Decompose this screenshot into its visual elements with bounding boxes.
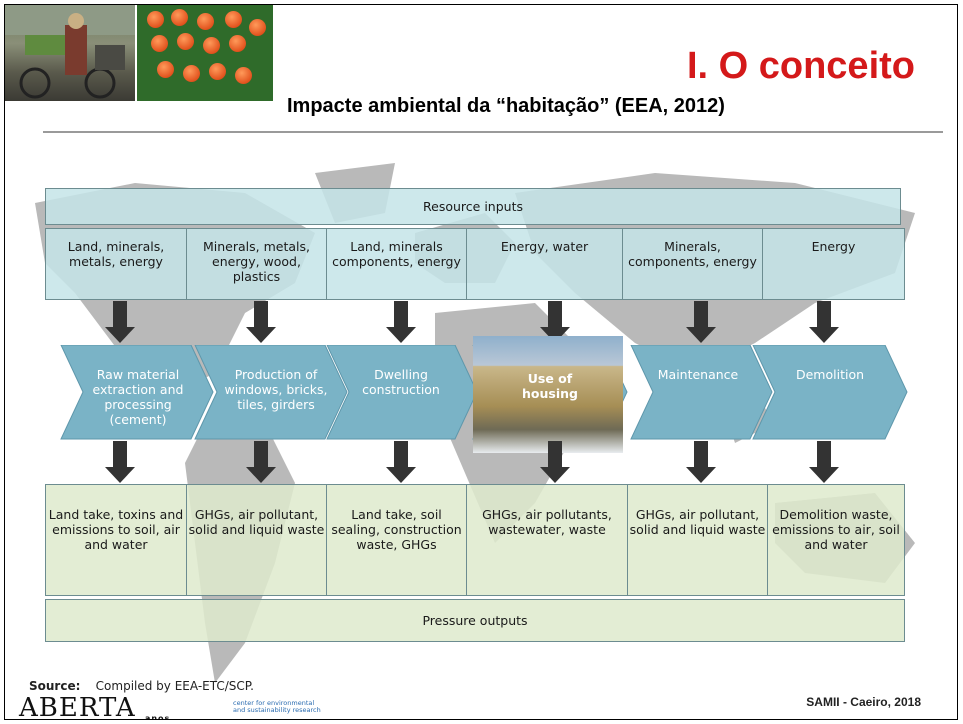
output-cell: GHGs, air pollutant, solid and liquid wa… xyxy=(187,485,327,595)
cense-logo-text: center for environmental and sustainabil… xyxy=(233,700,321,714)
aberta-logo: ABERTA anos xyxy=(19,693,171,720)
input-cell: Energy xyxy=(811,239,856,254)
cense-line-2: and sustainability research xyxy=(233,706,321,714)
resource-inputs-header: Resource inputs xyxy=(45,188,901,225)
source-note: Source: Compiled by EEA-ETC/SCP. xyxy=(29,679,254,693)
down-arrow xyxy=(105,301,135,343)
fruit-photo xyxy=(137,5,273,101)
input-cell: Land, minerals components, energy xyxy=(327,229,467,299)
street-vendor-illustration xyxy=(5,5,135,99)
chevron-raw-material xyxy=(60,345,214,440)
down-arrow xyxy=(105,441,135,483)
slide-frame: I. O conceito Impacte ambiental da “habi… xyxy=(4,4,958,720)
down-arrow xyxy=(809,301,839,343)
outputs-row: Land take, toxins and emissions to soil,… xyxy=(45,484,905,596)
title-divider xyxy=(43,131,943,133)
chevron-construction xyxy=(326,345,478,440)
street-vendor-photo xyxy=(5,5,135,101)
input-cell: Minerals, components, energy xyxy=(623,229,763,299)
down-arrow xyxy=(686,301,716,343)
aberta-logo-text: ABERTA xyxy=(19,693,136,720)
housing-photo xyxy=(473,336,623,453)
down-arrow xyxy=(686,441,716,483)
output-cell: Land take, soil sealing, construction wa… xyxy=(327,485,467,595)
down-arrow xyxy=(246,441,276,483)
footer-credit: SAMII - Caeiro, 2018 xyxy=(806,695,921,709)
chevron-demolition xyxy=(752,345,908,440)
inputs-row: Land, minerals, metals, energy Minerals,… xyxy=(45,228,905,300)
down-arrow xyxy=(246,301,276,343)
output-cell: GHGs, air pollutant, solid and liquid wa… xyxy=(628,485,768,595)
chevron-maintenance xyxy=(630,345,773,440)
down-arrow xyxy=(809,441,839,483)
output-cell: GHGs, air pollutants, wastewater, waste xyxy=(467,485,628,595)
input-cell: Land, minerals, metals, energy xyxy=(46,229,187,299)
aberta-logo-sub: anos xyxy=(144,714,171,720)
stage-label: Dwelling construction xyxy=(362,367,440,397)
output-cell: Demolition waste, emissions to air, soil… xyxy=(772,507,900,552)
stage-label: Production of windows, bricks, tiles, gi… xyxy=(224,367,328,412)
stage-label: Raw material extraction and processing (… xyxy=(92,367,184,427)
stage-label: Demolition xyxy=(795,367,865,382)
down-arrow xyxy=(540,301,570,343)
slide-title: I. O conceito xyxy=(686,45,915,87)
stage-label: Maintenance xyxy=(657,367,739,382)
down-arrow xyxy=(386,441,416,483)
down-arrow xyxy=(540,441,570,483)
down-arrow xyxy=(386,301,416,343)
slide-subtitle: Impacte ambiental da “habitação” (EEA, 2… xyxy=(287,95,725,117)
source-text: Compiled by EEA-ETC/SCP. xyxy=(95,679,254,693)
pressure-outputs-footer: Pressure outputs xyxy=(45,599,905,642)
cense-line-1: center for environmental xyxy=(233,699,315,707)
input-cell: Energy, water xyxy=(467,229,623,299)
input-arrows xyxy=(105,301,839,343)
source-label: Source: xyxy=(29,679,81,693)
output-arrows xyxy=(105,441,839,483)
input-cell: Minerals, metals, energy, wood, plastics xyxy=(187,229,327,299)
output-cell: Land take, toxins and emissions to soil,… xyxy=(46,485,187,595)
chevron-production xyxy=(194,345,348,440)
stage-label: Use of housing xyxy=(522,371,578,401)
